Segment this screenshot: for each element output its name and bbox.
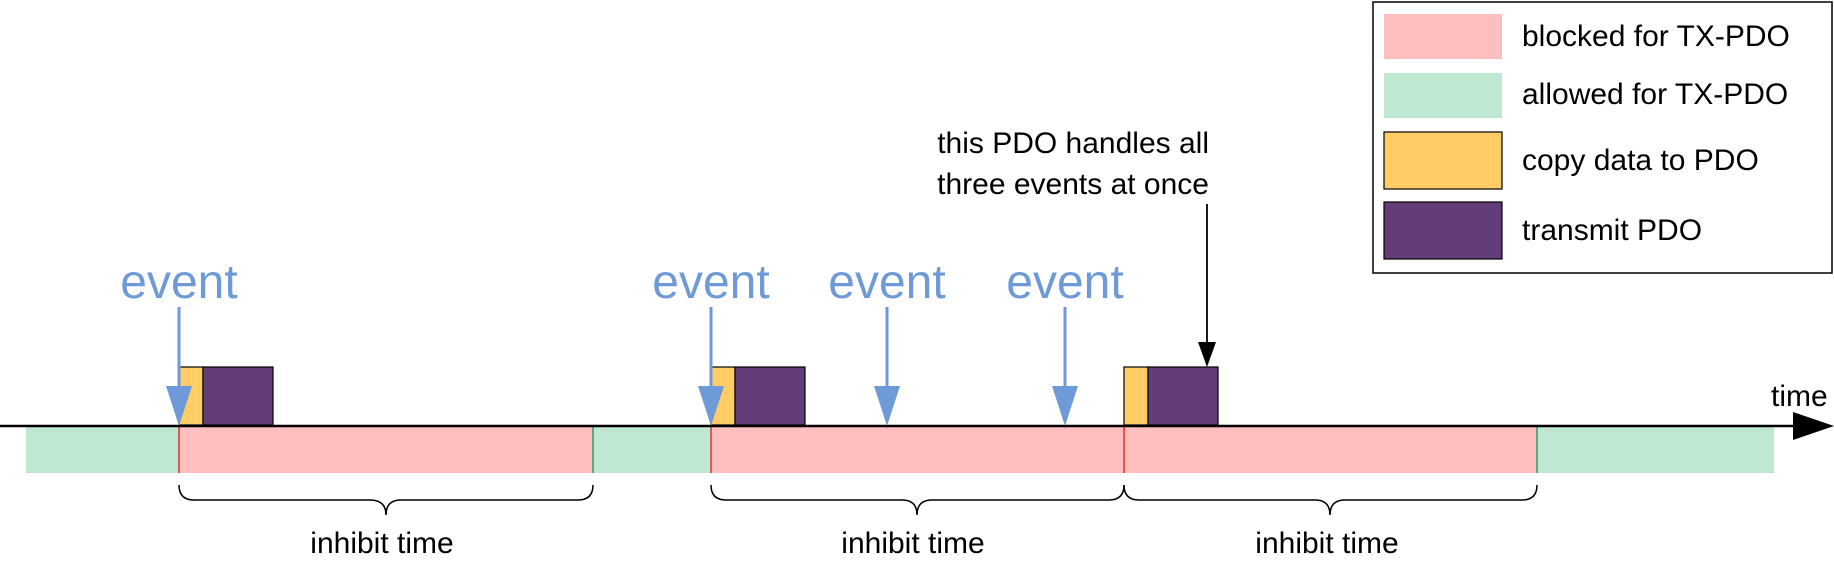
time-axis-arrowhead xyxy=(1793,412,1834,440)
inhibit-brace xyxy=(710,484,1125,516)
legend-swatch-copy xyxy=(1383,131,1503,190)
legend-label-blocked: blocked for TX-PDO xyxy=(1522,20,1790,53)
event-label: event xyxy=(828,256,945,309)
event-marker: event xyxy=(120,256,238,426)
transmit-pdo-block xyxy=(202,366,274,426)
event-label: event xyxy=(652,256,769,309)
inhibit-brace xyxy=(1123,484,1538,516)
events: event event event event xyxy=(120,256,1124,426)
legend-label-transmit: transmit PDO xyxy=(1522,214,1702,247)
inhibit-brace xyxy=(178,484,594,516)
event-label: event xyxy=(1006,256,1123,309)
annotation-line-2: three events at once xyxy=(937,168,1209,201)
inhibit-time-label: inhibit time xyxy=(841,527,984,560)
annotation-arrow-head xyxy=(1198,342,1216,367)
allowed-periods xyxy=(26,426,1774,473)
blocked-period xyxy=(711,426,1124,473)
allowed-period xyxy=(1537,426,1774,473)
event-marker: event xyxy=(828,256,946,426)
event-marker: event xyxy=(1006,256,1124,426)
blocked-period xyxy=(179,426,593,473)
inhibit-braces: inhibit time inhibit time inhibit time xyxy=(178,484,1538,560)
transmit-pdo-block xyxy=(734,366,806,426)
legend-swatch-blocked xyxy=(1384,14,1502,59)
event-arrow-head xyxy=(1052,386,1078,426)
legend-swatch-transmit xyxy=(1383,201,1503,260)
event-marker: event xyxy=(652,256,770,426)
legend-swatch-allowed xyxy=(1384,73,1502,118)
time-axis: time xyxy=(0,380,1834,440)
transmit-pdo-block xyxy=(1147,366,1219,426)
blocked-period xyxy=(1124,426,1537,473)
allowed-period xyxy=(593,426,711,473)
event-arrow-head xyxy=(166,386,192,426)
allowed-period xyxy=(26,426,179,473)
event-arrow-head xyxy=(698,386,724,426)
annotation-line-1: this PDO handles all xyxy=(937,127,1209,160)
legend: blocked for TX-PDO allowed for TX-PDO co… xyxy=(1372,1,1833,274)
time-axis-label: time xyxy=(1771,380,1828,413)
inhibit-time-label: inhibit time xyxy=(1255,527,1398,560)
legend-label-allowed: allowed for TX-PDO xyxy=(1522,78,1788,111)
event-label: event xyxy=(120,256,237,309)
pdo-blocks xyxy=(178,366,1219,426)
blocked-periods xyxy=(178,426,1538,473)
event-arrow-head xyxy=(874,386,900,426)
inhibit-time-label: inhibit time xyxy=(310,527,453,560)
legend-label-copy: copy data to PDO xyxy=(1522,144,1759,177)
copy-data-block xyxy=(1123,366,1149,426)
annotation: this PDO handles all three events at onc… xyxy=(937,127,1216,367)
